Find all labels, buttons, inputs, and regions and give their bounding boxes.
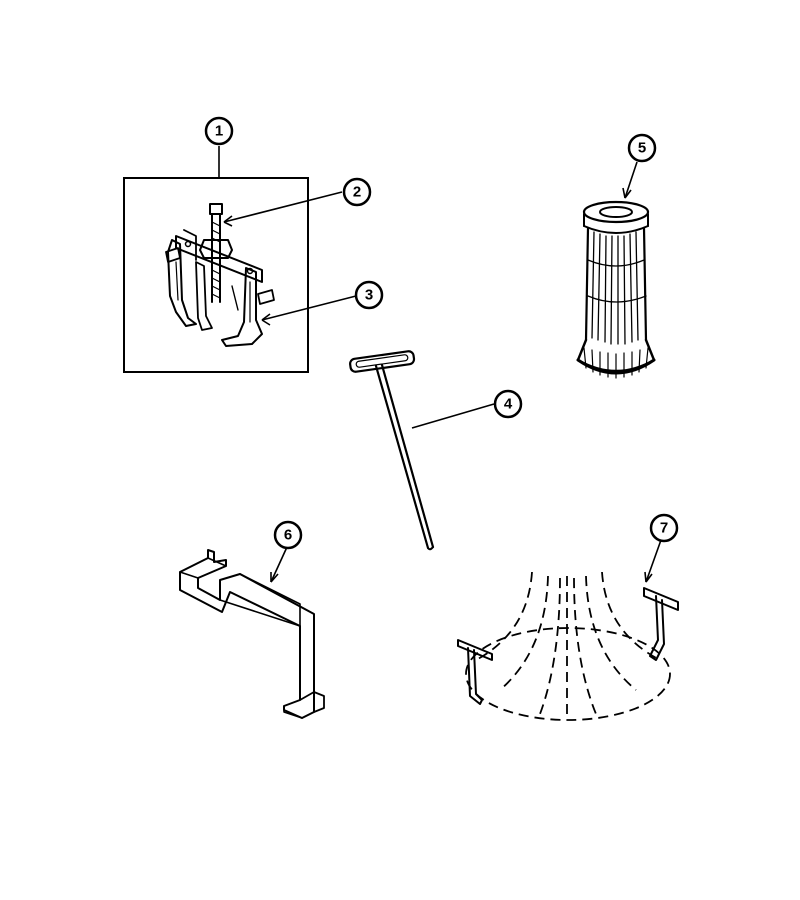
hub-clamp-tool-illustration bbox=[457, 571, 679, 721]
callout-7: 7 bbox=[649, 513, 679, 543]
callout-2: 2 bbox=[342, 177, 372, 207]
leader-lines bbox=[218, 146, 662, 583]
callout-4-label: 4 bbox=[504, 396, 513, 413]
callout-7-label: 7 bbox=[660, 520, 668, 537]
z-bracket-illustration bbox=[179, 549, 325, 719]
callout-3: 3 bbox=[354, 280, 384, 310]
puller-kit-illustration bbox=[123, 177, 309, 373]
callout-5: 5 bbox=[627, 133, 657, 163]
puller-jaw-left bbox=[167, 229, 197, 327]
puller-jaw-right bbox=[221, 267, 263, 347]
callout-5-label: 5 bbox=[638, 140, 646, 157]
callout-4: 4 bbox=[493, 389, 523, 419]
filter-cylinder-illustration bbox=[576, 200, 656, 379]
clamp-right bbox=[643, 587, 679, 661]
t-handle-rod-illustration bbox=[349, 350, 435, 551]
forcing-screw-drawing bbox=[199, 203, 233, 303]
callout-2-label: 2 bbox=[353, 184, 361, 201]
callout-6-label: 6 bbox=[284, 527, 292, 544]
callout-1: 1 bbox=[204, 116, 234, 146]
callout-6: 6 bbox=[273, 520, 303, 550]
callout-1-label: 1 bbox=[215, 123, 223, 140]
clamp-left bbox=[457, 639, 493, 705]
callout-3-label: 3 bbox=[365, 287, 373, 304]
